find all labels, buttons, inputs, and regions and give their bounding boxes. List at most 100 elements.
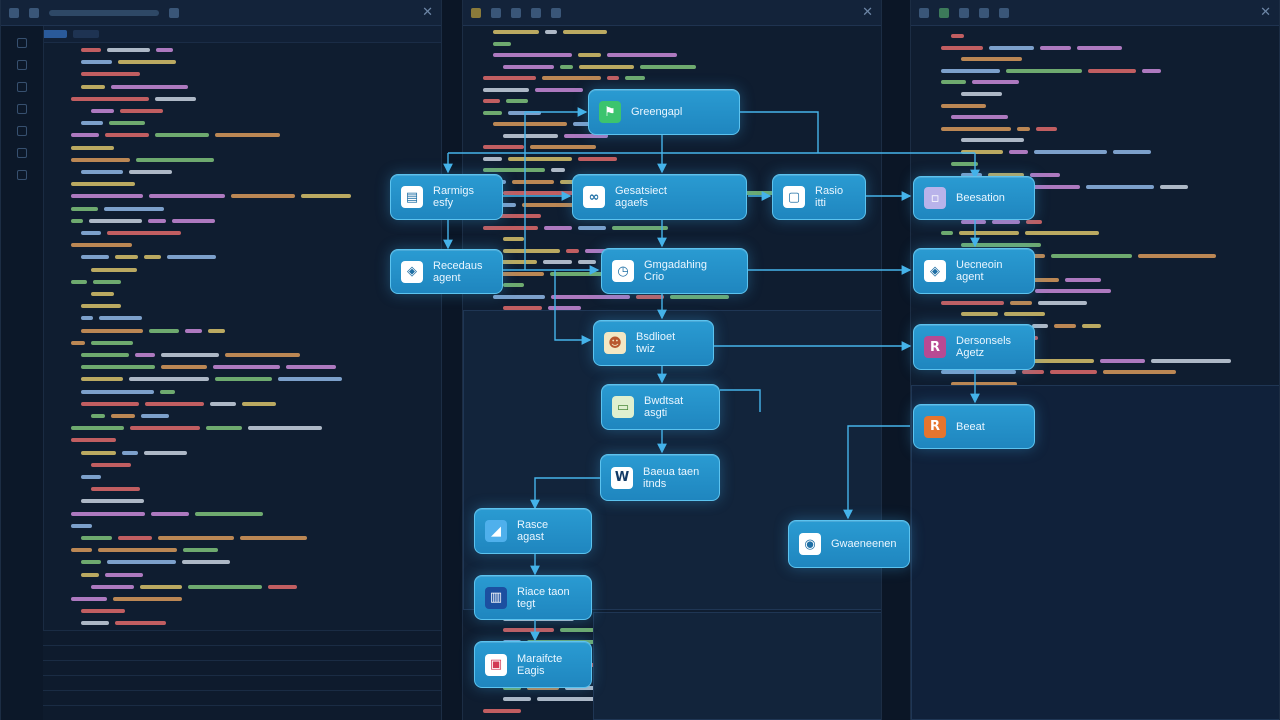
code-token xyxy=(493,41,511,46)
git-icon[interactable] xyxy=(17,82,27,92)
activity-bar xyxy=(1,26,44,720)
shield-icon: ◈ xyxy=(401,260,423,283)
node-center-link[interactable]: ∞ Gesatsiect agaefs xyxy=(572,174,747,220)
code-token xyxy=(951,115,1008,120)
code-token xyxy=(951,34,964,38)
close-icon[interactable]: ✕ xyxy=(422,5,433,20)
node-left-mid[interactable]: ▤ Rarmigs esfy xyxy=(390,174,503,220)
w-logo-icon: W xyxy=(611,466,633,489)
code-token xyxy=(278,377,342,382)
node-left-trello[interactable]: ▥ Riace taon tegt xyxy=(474,575,592,620)
code-token xyxy=(1035,289,1111,294)
square-icon[interactable] xyxy=(979,7,989,18)
code-token xyxy=(105,133,149,138)
node-right-r[interactable]: R Dersonsels Agetz xyxy=(913,324,1035,370)
extensions-icon[interactable] xyxy=(17,126,27,136)
code-token xyxy=(140,584,182,589)
code-token xyxy=(1038,300,1087,305)
code-token xyxy=(81,609,125,614)
code-token xyxy=(578,225,606,230)
node-left-agent[interactable]: ◈ Recedaus agent xyxy=(390,249,503,294)
code-token xyxy=(560,64,573,69)
code-token xyxy=(71,157,130,162)
node-left-bottom[interactable]: ▣ Maraifcte Eagis xyxy=(474,641,592,688)
code-token xyxy=(565,685,615,690)
code-token xyxy=(89,218,142,223)
code-token xyxy=(71,279,87,284)
code-token xyxy=(215,133,280,138)
shield-check-icon: ◈ xyxy=(924,260,946,282)
code-token xyxy=(1138,254,1216,259)
square-icon[interactable] xyxy=(511,7,521,18)
node-left-stripe[interactable]: ◢ Rasce agast xyxy=(474,508,592,554)
node-right-agent[interactable]: ◈ Uecneoin agent xyxy=(913,248,1035,294)
robot-icon: ☻ xyxy=(604,332,626,354)
code-token xyxy=(81,328,143,333)
code-token xyxy=(81,499,144,504)
settings-icon[interactable] xyxy=(17,170,27,180)
code-token xyxy=(71,511,145,516)
code-token xyxy=(107,231,181,235)
square-icon[interactable] xyxy=(999,7,1009,18)
code-token xyxy=(483,168,545,172)
code-token xyxy=(91,462,131,467)
square-icon[interactable] xyxy=(959,7,969,18)
code-token xyxy=(91,487,140,492)
code-token xyxy=(503,237,524,241)
text-icon[interactable] xyxy=(17,148,27,158)
square-icon[interactable] xyxy=(531,7,541,18)
node-bottom-right[interactable]: ◉ Gwaeneenen xyxy=(788,520,910,568)
node-center-doc[interactable]: ▭ Bwdtsat asgti xyxy=(601,384,720,430)
code-token xyxy=(182,560,230,565)
square-icon[interactable] xyxy=(551,7,561,18)
node-center-w[interactable]: W Baeua taen itnds xyxy=(600,454,720,501)
tab[interactable] xyxy=(73,30,99,38)
code-token xyxy=(961,150,1003,154)
code-token xyxy=(145,401,204,406)
code-token xyxy=(543,260,572,264)
code-token xyxy=(109,121,145,126)
node-label: Gmgadahing Crio xyxy=(644,259,707,283)
code-token xyxy=(111,84,188,89)
code-token xyxy=(71,548,92,553)
node-monitor[interactable]: ▢ Rasio itti xyxy=(772,174,866,220)
explorer-icon[interactable] xyxy=(17,38,27,48)
inner-pane-right xyxy=(911,385,1279,720)
code-token xyxy=(503,306,542,310)
code-token xyxy=(81,316,93,321)
node-center-robot[interactable]: ☻ Bsdlioet twiz xyxy=(593,320,714,366)
code-token xyxy=(1022,370,1044,375)
code-token xyxy=(91,267,137,272)
code-token xyxy=(91,584,134,589)
code-token xyxy=(215,377,272,382)
code-token xyxy=(493,30,539,34)
close-icon[interactable]: ✕ xyxy=(862,5,873,20)
code-token xyxy=(81,72,140,77)
gate-icon: ⚑ xyxy=(599,101,621,123)
code-token xyxy=(545,30,557,34)
code-token xyxy=(1017,126,1030,131)
code-token xyxy=(503,64,554,69)
code-token xyxy=(493,214,541,218)
debug-icon[interactable] xyxy=(17,104,27,114)
code-token xyxy=(493,202,516,207)
folder-icon[interactable] xyxy=(29,7,39,18)
code-token xyxy=(483,99,500,103)
code-editor-left[interactable] xyxy=(1,0,441,720)
code-token xyxy=(535,87,583,92)
tab-active[interactable] xyxy=(41,30,67,38)
node-center-clock[interactable]: ◷ Gmgadahing Crio xyxy=(601,248,748,294)
refresh-icon[interactable] xyxy=(169,7,179,18)
node-right-top[interactable]: ▫ Beesation xyxy=(913,176,1035,220)
code-token xyxy=(1113,150,1151,154)
node-right-r2[interactable]: R Beeat xyxy=(913,404,1035,449)
code-token xyxy=(548,306,581,310)
code-token xyxy=(961,92,1002,96)
search-icon[interactable] xyxy=(17,60,27,70)
close-icon[interactable]: ✕ xyxy=(1260,5,1271,20)
code-token xyxy=(81,621,109,626)
code-token xyxy=(81,170,123,174)
code-token xyxy=(1160,184,1188,189)
node-top[interactable]: ⚑ Greengapl xyxy=(588,89,740,135)
